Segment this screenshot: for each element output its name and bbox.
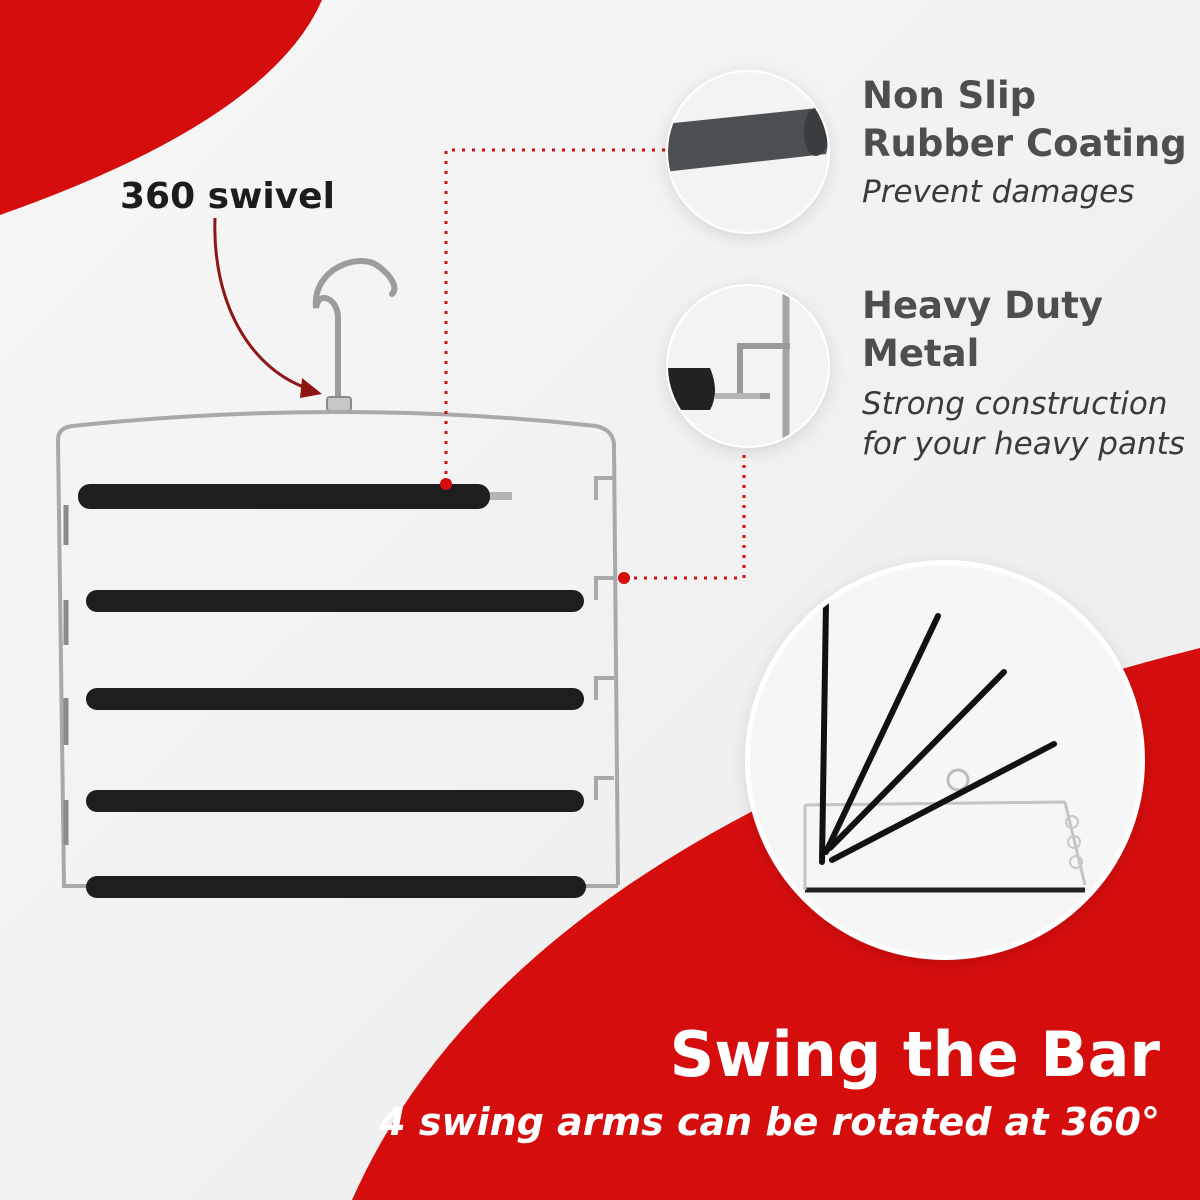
hanger-illustration [55, 258, 620, 898]
metal-joint-detail-image [666, 284, 830, 448]
swivel-arrow [213, 217, 313, 392]
swing-subtitle: 4 swing arms can be rotated at 360° [379, 1100, 1160, 1144]
feature-subtitle-rubber-coating: Prevent damages [862, 174, 1135, 210]
swing-title: Swing the Bar [669, 1018, 1160, 1091]
feature-title-rubber-coating: Non Slip Rubber Coating [862, 74, 1187, 165]
feature-title-heavy-duty-metal: Heavy Duty Metal [862, 284, 1104, 375]
rubber-coating-detail-image [666, 70, 830, 234]
dotted-connectors [444, 148, 746, 580]
red-corner-top-left [0, 0, 322, 215]
swing-arms-detail-image [745, 560, 1145, 960]
feature-subtitle-heavy-duty-metal: Strong construction for your heavy pants [862, 386, 1185, 462]
swivel-label: 360 swivel [120, 176, 335, 217]
